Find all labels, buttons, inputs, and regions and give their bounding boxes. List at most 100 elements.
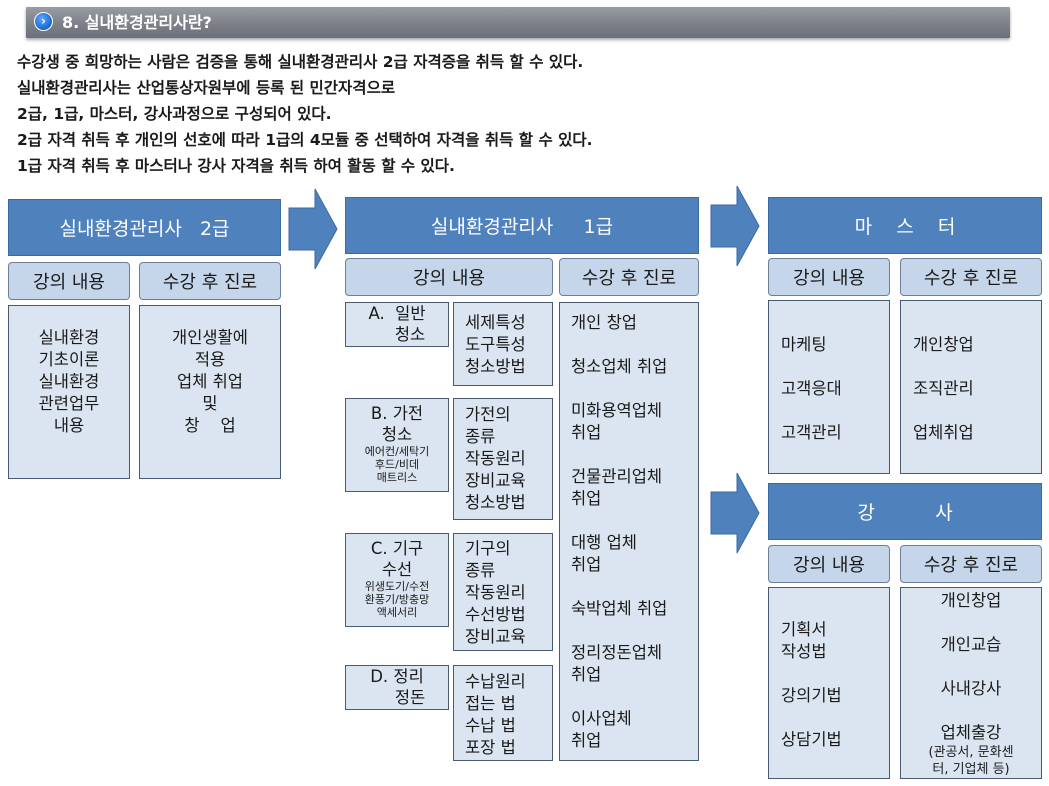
level1-career-line: 이사업체 [571, 709, 632, 728]
module-a-name-line: A. 일반 [368, 304, 426, 323]
level1-career-line: 취업 [571, 665, 602, 684]
instructor-career-note: 터, 기업체 등) [932, 762, 1010, 777]
instructor-career-note: (관공서, 문화센 [928, 745, 1014, 760]
master-lecture-line: 마케팅 [781, 335, 827, 354]
level1-career-box: 개인 창업 청소업체 취업 미화용역업체 취업 건물관리업체 취업 대행 업체 … [559, 302, 699, 761]
master-career-label: 수강 후 진로 [900, 258, 1042, 296]
instructor-lecture-box: 기획서 작성법 강의기법 상담기법 [768, 587, 890, 779]
instructor-lecture-line: 상담기법 [781, 730, 842, 749]
module-b-content-line: 가전의 [465, 405, 511, 424]
module-d-name-line: 정돈 [394, 688, 426, 707]
level2-lecture-label: 강의 내용 [8, 262, 130, 300]
module-d-content-line: 포장 법 [465, 738, 516, 757]
instructor-lecture-line: 기획서 [781, 620, 827, 639]
level1-career-line: 대행 업체 [571, 533, 637, 552]
level2-lecture-box: 실내환경 기초이론 실내환경 관련업무 내용 [8, 305, 130, 479]
module-d-name: D. 정리 정돈 [345, 665, 449, 710]
chevron-right-icon: › [34, 12, 53, 31]
level2-career-line: 개인생활에 [172, 328, 248, 347]
module-b-detail-line: 매트리스 [376, 471, 418, 484]
module-c-detail-line: 환풍기/방충망 [364, 593, 430, 606]
level1-career-line: 개인 창업 [571, 313, 637, 332]
module-d-content-line: 접는 법 [465, 694, 516, 713]
module-b-name-line: 청소 [381, 425, 413, 444]
module-d-content-line: 수납 법 [465, 716, 516, 735]
module-b-content-line: 작동원리 [465, 449, 526, 468]
level1-career-line: 청소업체 취업 [571, 357, 668, 376]
module-b-content: 가전의 종류 작동원리 장비교육 청소방법 [453, 398, 553, 520]
intro-line-5: 1급 자격 취득 후 마스터나 강사 자격을 취득 하여 활동 할 수 있다. [17, 157, 455, 175]
module-b-name: B. 가전 청소 에어컨/세탁기 후드/비데 매트리스 [345, 398, 449, 492]
section-title-bar: › 8. 실내환경관리사란? [26, 7, 1010, 38]
module-b-name-line: B. 가전 [370, 404, 424, 423]
module-a-content-line: 세제특성 [465, 313, 526, 332]
level2-career-label: 수강 후 진로 [139, 262, 281, 300]
level1-career-line: 정리정돈업체 [571, 643, 663, 662]
module-b-detail-line: 후드/비데 [374, 458, 420, 471]
module-c-detail-line: 액세서리 [376, 606, 418, 619]
instructor-header: 강 사 [768, 483, 1042, 540]
level2-career-line: 업체 취업 [177, 372, 243, 391]
instructor-lecture-line: 강의기법 [781, 686, 842, 705]
master-lecture-box: 마케팅 고객응대 고객관리 [768, 300, 890, 474]
module-b-content-line: 종류 [465, 427, 496, 446]
level2-lecture-line: 실내환경 [38, 372, 100, 391]
master-career-line: 업체취업 [913, 423, 974, 442]
flow-arrow-icon [710, 185, 760, 267]
section-title: 8. 실내환경관리사란? [62, 13, 212, 32]
module-a-content-line: 도구특성 [465, 335, 526, 354]
module-c-detail-line: 위생도기/수전 [364, 580, 430, 593]
instructor-lecture-line: 작성법 [781, 642, 827, 661]
intro-line-4: 2급 자격 취득 후 개인의 선호에 따라 1급의 4모듈 중 선택하여 자격을… [17, 131, 593, 149]
level1-career-line: 취업 [571, 555, 602, 574]
level2-lecture-line: 실내환경 [38, 328, 100, 347]
flow-arrow-icon [710, 472, 760, 554]
intro-line-3: 2급, 1급, 마스터, 강사과정으로 구성되어 있다. [17, 105, 332, 123]
module-c-name-line: 수선 [381, 560, 413, 579]
master-lecture-label: 강의 내용 [768, 258, 890, 296]
instructor-career-line: 업체출강 [940, 723, 1002, 742]
module-c-content-line: 종류 [465, 561, 496, 580]
level1-career-line: 취업 [571, 731, 602, 750]
master-career-box: 개인창업 조직관리 업체취업 [900, 300, 1042, 474]
instructor-career-label: 수강 후 진로 [900, 545, 1042, 583]
module-a-content-line: 청소방법 [465, 357, 526, 376]
level1-lecture-label: 강의 내용 [345, 258, 553, 296]
level2-career-line: 및 [202, 394, 218, 413]
flow-arrow-icon [288, 188, 338, 270]
level1-header: 실내환경관리사 1급 [345, 197, 699, 254]
level1-career-line: 미화용역업체 [571, 401, 663, 420]
level2-lecture-line: 관련업무 [38, 394, 100, 413]
module-b-content-line: 청소방법 [465, 493, 526, 512]
module-d-name-line: D. 정리 [370, 667, 424, 686]
instructor-career-line: 개인교습 [940, 635, 1002, 654]
instructor-lecture-label: 강의 내용 [768, 545, 890, 583]
module-d-content: 수납원리 접는 법 수납 법 포장 법 [453, 665, 553, 761]
level1-career-line: 건물관리업체 [571, 467, 663, 486]
level2-career-line: 창 업 [184, 416, 236, 435]
instructor-career-line: 개인창업 [940, 591, 1002, 610]
level2-header: 실내환경관리사 2급 [8, 199, 281, 256]
level2-lecture-line: 내용 [53, 416, 85, 435]
module-a-name: A. 일반 청소 [345, 302, 449, 347]
master-lecture-line: 고객관리 [781, 423, 842, 442]
module-a-content: 세제특성 도구특성 청소방법 [453, 302, 553, 386]
module-c-name-line: C. 기구 [370, 539, 424, 558]
instructor-career-box: 개인창업 개인교습 사내강사 업체출강 (관공서, 문화센 터, 기업체 등) [900, 587, 1042, 779]
master-header: 마 스 터 [768, 197, 1042, 254]
module-c-content-line: 기구의 [465, 539, 511, 558]
master-lecture-line: 고객응대 [781, 379, 842, 398]
module-a-name-line: 청소 [394, 325, 426, 344]
level2-career-box: 개인생활에 적용 업체 취업 및 창 업 [139, 305, 281, 479]
instructor-career-line: 사내강사 [940, 679, 1002, 698]
level2-career-line: 적용 [194, 350, 226, 369]
level1-career-label: 수강 후 진로 [559, 258, 699, 296]
module-d-content-line: 수납원리 [465, 672, 526, 691]
level2-lecture-line: 기초이론 [38, 350, 100, 369]
module-b-content-line: 장비교육 [465, 471, 526, 490]
module-b-detail-line: 에어컨/세탁기 [364, 445, 430, 458]
module-c-content-line: 장비교육 [465, 627, 526, 646]
intro-line-2: 실내환경관리사는 산업통상자원부에 등록 된 민간자격으로 [17, 79, 396, 97]
module-c-name: C. 기구 수선 위생도기/수전 환풍기/방충망 액세서리 [345, 533, 449, 627]
master-career-line: 개인창업 [913, 335, 974, 354]
